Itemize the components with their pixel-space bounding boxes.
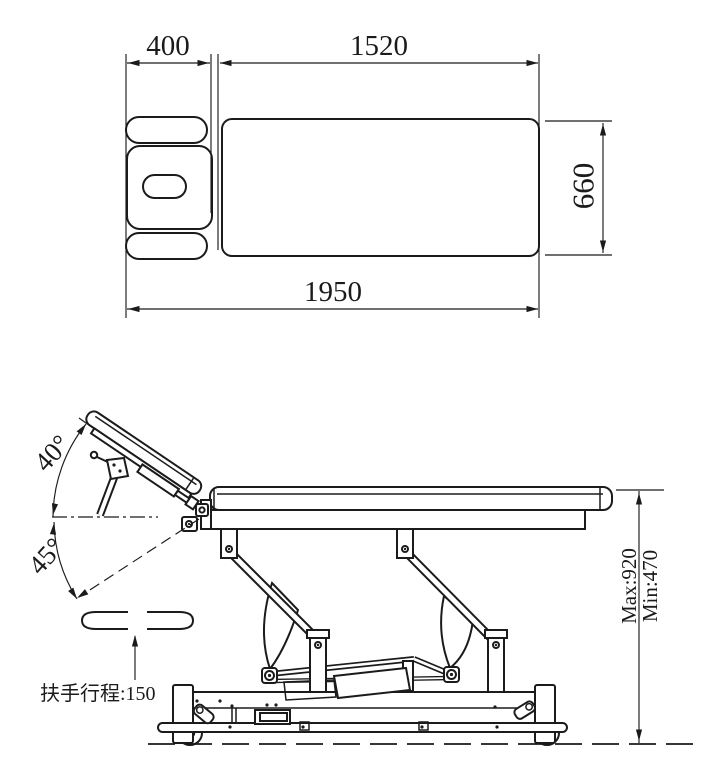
caster-swivel-left (192, 703, 215, 725)
dim-1950-label: 1950 (304, 276, 362, 308)
dim-660: 660 (566, 123, 607, 253)
backrest-side-view (85, 410, 209, 532)
dim-400-label: 400 (146, 30, 190, 62)
foot-rail (157, 722, 568, 733)
hanger-bracket-right (396, 528, 414, 559)
base-endcap-left (172, 684, 194, 744)
caster-swivel-right (513, 700, 536, 720)
actuator-motor (332, 666, 412, 700)
top-view: 400 1520 1950 660 (125, 30, 612, 318)
height-dim-max-min: Max:920 Min:470 (616, 489, 664, 743)
angle-45-label: 45° (22, 532, 70, 580)
hanger-bracket-left (220, 528, 238, 559)
armrest-lower-top-view (125, 232, 208, 260)
lift-arm-right (401, 547, 495, 642)
base-bolts (195, 699, 499, 729)
height-max-label: Max:920 (617, 548, 641, 624)
armrest-travel-label: 扶手行程:150 (40, 682, 156, 705)
angle-40-label: 40° (28, 429, 76, 477)
lift-arm-left (225, 547, 323, 645)
face-hole (142, 174, 187, 199)
extension-lines (125, 54, 612, 318)
backrest-pivot (181, 503, 209, 532)
table-side-view (200, 486, 613, 559)
armrest-upper-top-view (125, 116, 208, 144)
dim-1950: 1950 (127, 276, 538, 313)
dim-660-label: 660 (566, 163, 601, 210)
base-frame (157, 684, 568, 746)
base-endcap-right (534, 684, 556, 744)
mattress-side-view (209, 486, 613, 511)
table-surface-top-view (221, 118, 540, 257)
dim-1520: 1520 (220, 30, 538, 67)
adjust-plate (105, 456, 130, 481)
lift-post-right (484, 629, 508, 693)
base-handle (254, 709, 291, 725)
angle-dim-45: 45° (22, 518, 200, 601)
actuator-linkage (261, 656, 460, 701)
dim-1520-label: 1520 (350, 30, 408, 62)
side-view: 40° 45° 扶手行程:150 Max:920 Min:470 (22, 410, 700, 746)
table-frame-side-view (200, 509, 586, 530)
pivot-left (261, 667, 278, 684)
pivot-right (443, 666, 460, 683)
height-min-label: Min:470 (638, 550, 662, 622)
dim-400: 400 (127, 30, 210, 67)
armrest-travel-annotation: 扶手行程:150 (40, 635, 156, 705)
lift-post-left (306, 629, 330, 693)
armrest-lowered (80, 611, 195, 630)
